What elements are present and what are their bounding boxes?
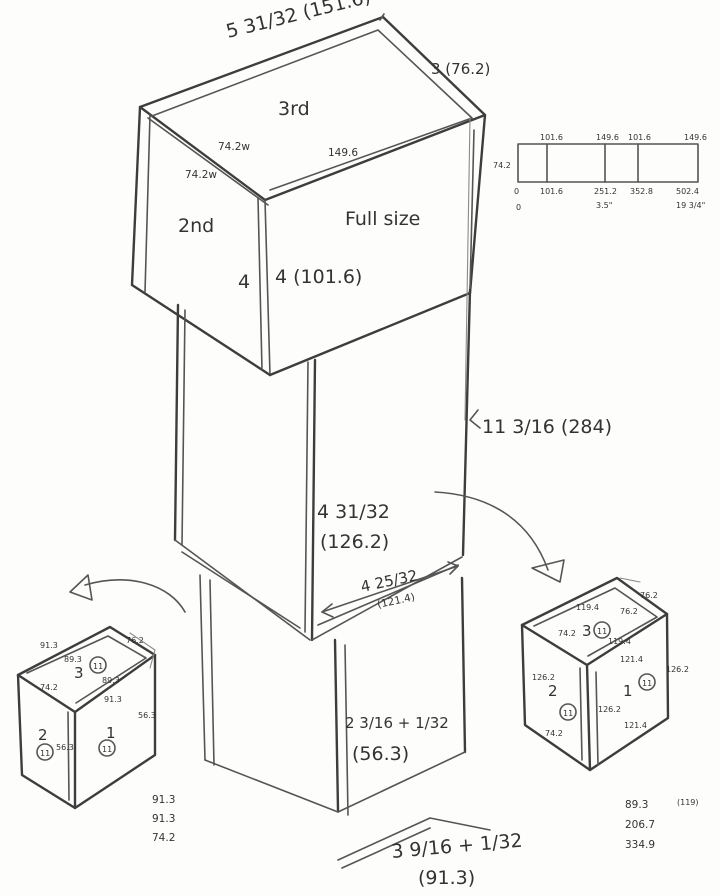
left-cube [16,625,157,810]
face-full-size-label: Full size [345,208,420,230]
strip-bottom-mark-2: 101.6 [540,187,563,196]
left-4-label: 4 [238,271,250,293]
right-side-circle [98,739,116,757]
rc-corner: 76.2 [640,591,658,600]
rc-face-left-num: 2 [548,682,558,700]
rc-bottom-right: 121.4 [624,721,647,730]
rc-left-circle-num: 11 [563,709,573,718]
bottom-depth-mm: (121.4) [376,591,416,611]
lc-left-circle-num: 11 [40,749,50,758]
mid-width-label: 4 31/32 [317,501,390,523]
lc-mid-small: 56.3 [56,743,74,752]
base-piece [337,817,491,869]
lc-list-3: 74.2 [152,832,175,844]
rc-list-1: 89.3 [625,799,648,811]
rc-list-2: 206.7 [625,819,655,831]
strip-top-mark-1: 101.6 [540,133,563,142]
strip-sub-35: 3.5" [596,201,612,210]
lc-right-top: 91.3 [104,695,122,704]
rc-top-b: 74.2 [558,629,576,638]
right-arrow-head [531,559,565,583]
left-arrow-curve [84,579,186,613]
rc-list-3: 334.9 [625,839,655,851]
lc-top-circle-num: 11 [93,662,103,671]
middle-box [173,288,472,642]
lc-list-2: 91.3 [152,813,175,825]
lc-small-b: 89.3 [102,676,120,685]
face-3rd-label: 3rd [278,98,310,120]
left-top-circle [89,656,107,674]
strip-top-mark-3: 101.6 [628,133,651,142]
rc-bottom-left: 74.2 [545,729,563,738]
right-top-circle [593,621,611,639]
strip-bottom-mark-3: 251.2 [594,187,617,196]
strip-bottom-zero: 0 [516,203,521,212]
dim-74-2w-a: 74.2w [218,141,250,153]
rc-top-a: 119.4 [576,603,599,612]
rc-right-top: 121.4 [620,655,643,664]
rc-top-circle-num: 11 [597,627,607,636]
lc-top-right: 76.2 [126,636,144,645]
strip-diagram [517,143,699,183]
right-arrow-curve [434,491,549,571]
lc-right-side: 56.3 [138,711,156,720]
lc-face-left-num: 2 [38,726,48,744]
right-right-circle [638,673,656,691]
strip-sub-19: 19 3/4" [676,201,705,210]
strip-top-mark-2: 149.6 [596,133,619,142]
strip-bottom-mark-4: 352.8 [630,187,653,196]
lc-top-left: 91.3 [40,641,58,650]
lc-list-1: 91.3 [152,794,175,806]
lc-right-circle-num: 11 [102,745,112,754]
right-4-label: 4 (101.6) [275,266,362,288]
base-mm: (91.3) [418,867,475,889]
tall-arrow [469,409,481,429]
tall-dimension-line [464,117,471,421]
tall-dimension-label: 11 3/16 (284) [482,416,612,438]
strip-left-height: 74.2 [493,161,511,170]
bottom-height-mm: (56.3) [352,743,409,765]
lc-face-top-num: 3 [74,664,84,682]
left-arrow-head [69,574,93,601]
rc-left-top: 126.2 [532,673,555,682]
mid-width-mm: (126.2) [320,531,389,553]
bottom-height-label: 2 3/16 + 1/32 [345,714,449,732]
rc-far-right: 126.2 [666,665,689,674]
rc-list-note: (119) [677,798,699,807]
rc-mid-left: 126.2 [598,705,621,714]
dim-74-2w-b: 74.2w [185,169,217,181]
top-width-label: 5 31/32 (151.6) [224,0,373,43]
rc-right-circle-num: 11 [642,679,652,688]
rc-face-right-num: 1 [623,682,633,700]
top-height-label: 3 (76.2) [431,60,490,78]
left-side-circle [36,743,54,761]
dim-149-6: 149.6 [328,147,358,159]
lc-top-inner: 89.3 [64,655,82,664]
bottom-box [199,561,467,816]
strip-bottom-mark-1: 0 [514,187,519,196]
strip-bottom-mark-5: 502.4 [676,187,699,196]
rc-face-top-num: 3 [582,622,592,640]
rc-top-c: 76.2 [620,607,638,616]
face-2nd-label: 2nd [178,215,214,237]
right-left-circle [559,703,577,721]
strip-top-mark-4: 149.6 [684,133,707,142]
lc-face-right-num: 1 [106,724,116,742]
lc-small-a: 74.2 [40,683,58,692]
right-cube [520,576,670,772]
base-label: 3 9/16 + 1/32 [391,830,524,863]
rc-top-d: 119.4 [608,637,631,646]
